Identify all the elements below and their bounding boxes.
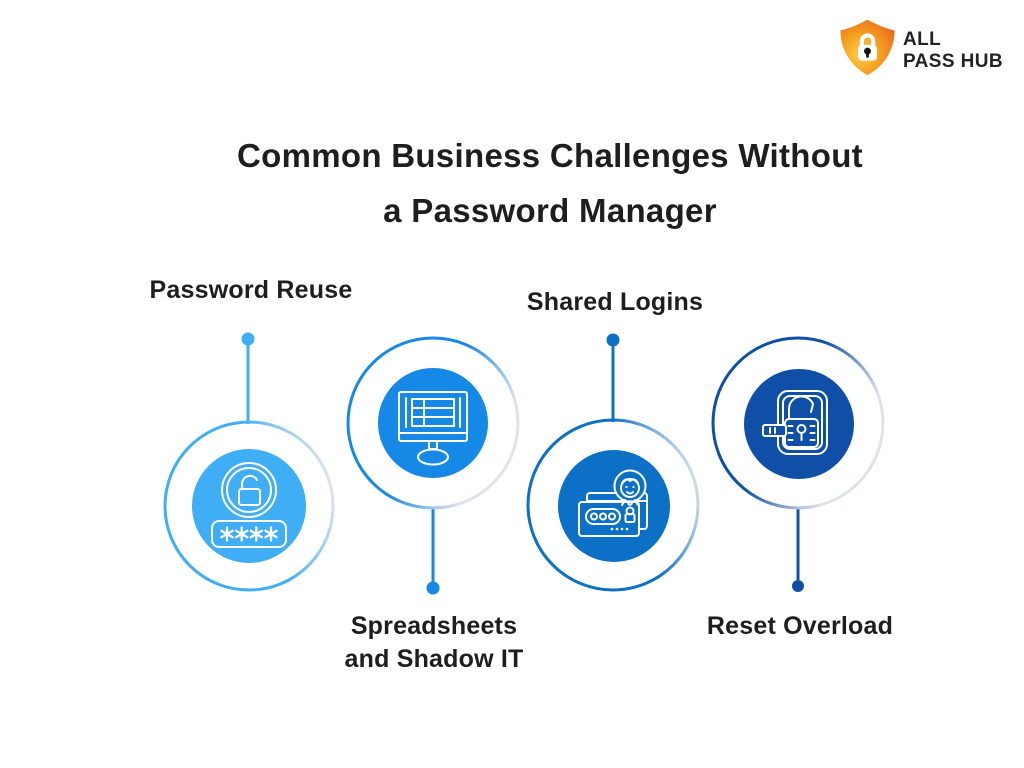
outer-ring — [711, 336, 885, 510]
page-title-line-1: Common Business Challenges Without — [237, 137, 863, 174]
label-text-line-1: Spreadsheets — [350, 612, 518, 640]
challenge-node-password-reuse — [163, 332, 335, 592]
connector-dot — [426, 581, 440, 595]
brand-line-2: PASS HUB — [903, 51, 1003, 72]
password-field-unlock-icon — [211, 462, 287, 548]
label-text: Password Reuse — [149, 276, 353, 304]
page-title: Common Business Challenges Without a Pas… — [150, 128, 950, 238]
brand-line-1: ALL — [903, 29, 942, 50]
brand-name: ALL PASS HUB — [903, 29, 1003, 73]
connector-dot — [792, 580, 804, 592]
outer-ring — [346, 336, 520, 510]
asterisks — [220, 526, 278, 542]
challenge-node-reset-overload — [711, 336, 885, 592]
label-shared-logins: Shared Logins — [495, 286, 735, 319]
label-text: Reset Overload — [706, 612, 894, 640]
lock-keyhole-stem — [866, 52, 869, 58]
connector-dot — [241, 332, 255, 346]
label-text-line-2: and Shadow IT — [344, 645, 524, 673]
password-dots — [610, 527, 629, 531]
label-password-reuse: Password Reuse — [131, 274, 371, 307]
shared-login-user-card-icon — [578, 469, 648, 537]
outer-ring — [526, 418, 700, 592]
challenge-node-shared-logins — [526, 333, 700, 592]
challenge-node-spreadsheets-shadow-it — [346, 336, 520, 595]
shield-lock-icon — [840, 19, 895, 76]
label-reset-overload: Reset Overload — [680, 610, 920, 643]
spreadsheet-monitor-icon — [398, 391, 468, 466]
connector-dot — [606, 333, 620, 347]
outer-ring — [163, 420, 335, 592]
label-text: Shared Logins — [526, 288, 704, 316]
inner-disc — [378, 368, 488, 478]
user-eyes — [625, 485, 635, 489]
label-spreadsheets-shadow-it: Spreadsheets and Shadow IT — [314, 610, 554, 676]
unlock-key-icon — [762, 390, 828, 455]
brand-logo: ALL PASS HUB — [836, 17, 1024, 81]
lock-keyhole — [864, 47, 871, 55]
lock-shackle — [859, 33, 876, 47]
page-title-line-2: a Password Manager — [383, 192, 717, 229]
